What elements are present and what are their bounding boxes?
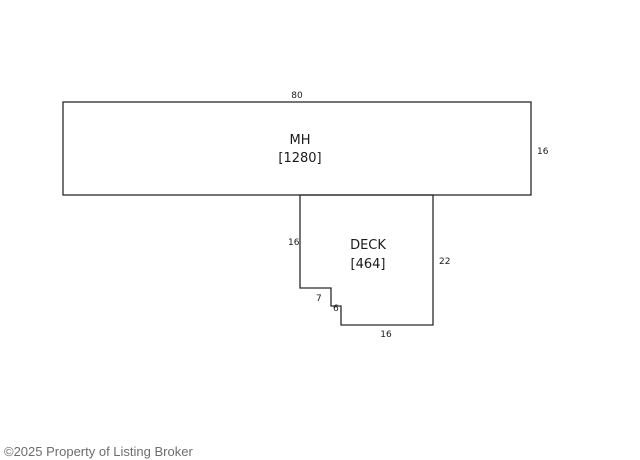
deck-left-dimension: 16 (288, 238, 300, 248)
main-home-area: [1280] (278, 151, 321, 166)
deck-outline (299, 194, 434, 326)
deck-label: DECK (350, 238, 386, 253)
main-home-right-dimension: 16 (537, 147, 549, 157)
main-home-top-dimension: 80 (291, 91, 303, 101)
deck-right-dimension: 22 (439, 257, 450, 267)
main-home-label: MH (290, 133, 311, 148)
deck-bottom-dimension: 16 (380, 330, 392, 340)
copyright-watermark: ©2025 Property of Listing Broker (4, 444, 193, 459)
deck-notch-horizontal-dimension: 7 (316, 294, 322, 304)
main-home-outline (62, 101, 532, 196)
deck-area: [464] (351, 257, 386, 272)
deck-notch-vertical-dimension: 6 (333, 304, 339, 314)
